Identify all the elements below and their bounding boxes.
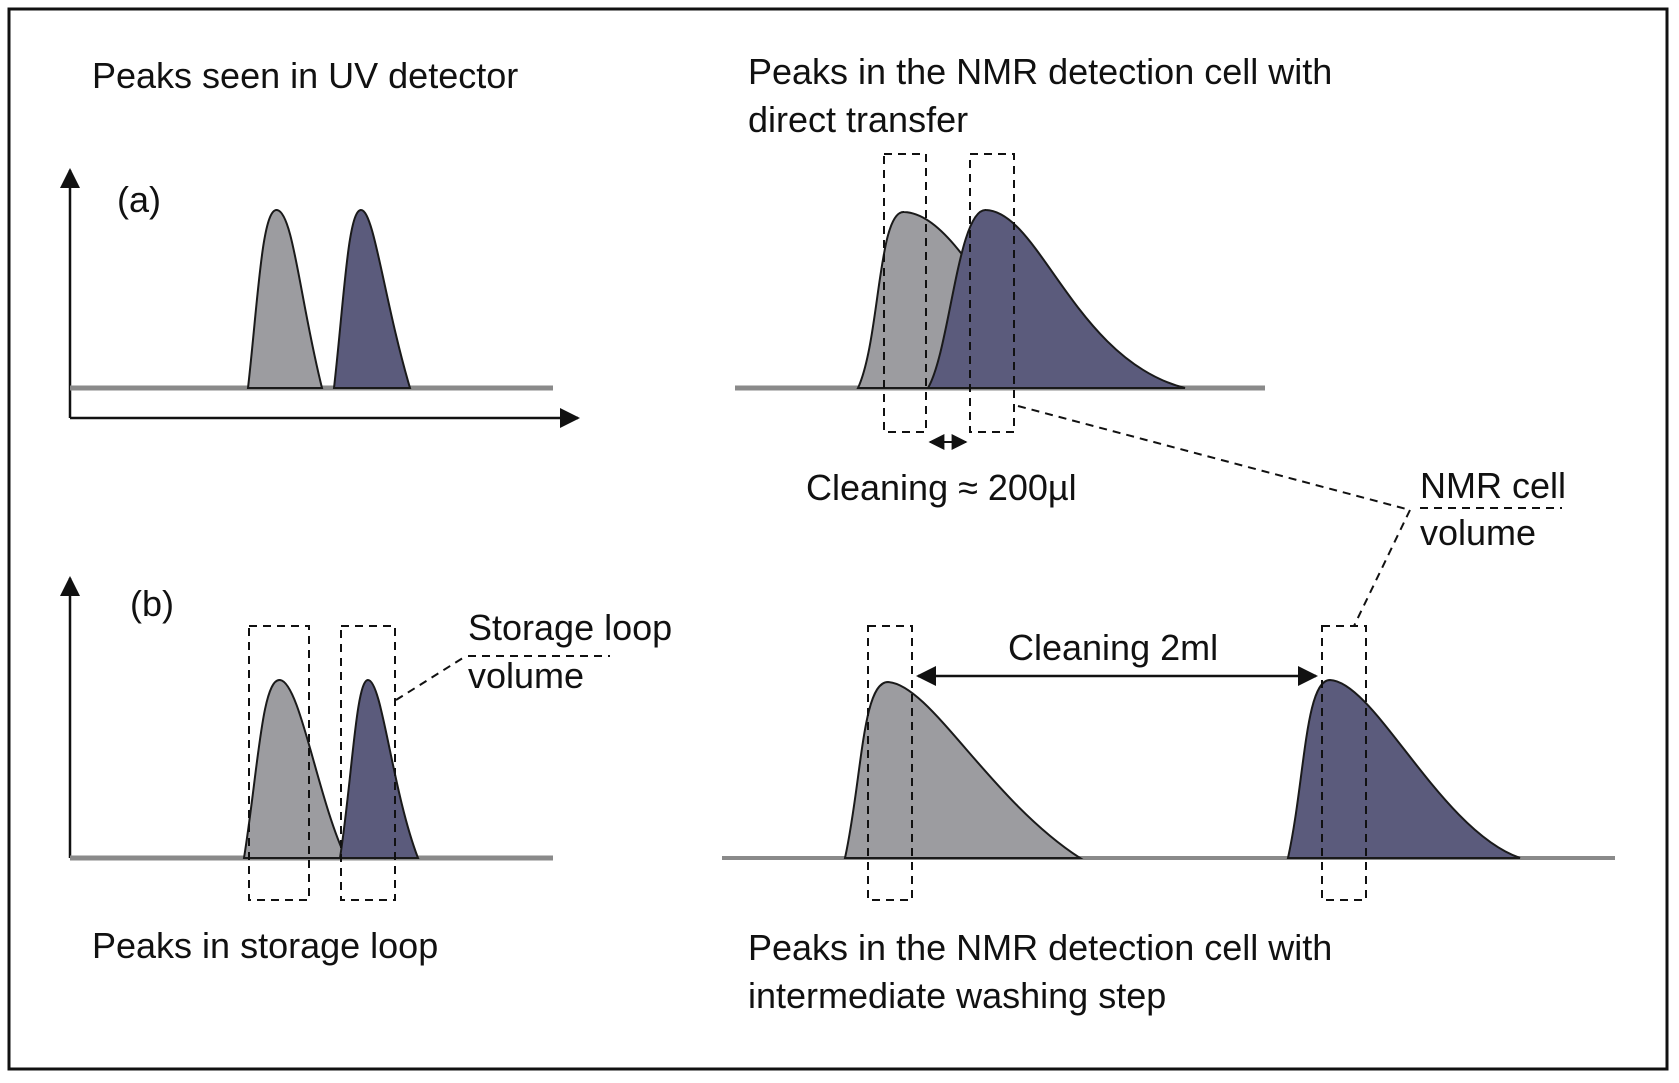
- storage-peak-1: [242, 678, 348, 859]
- uv-peak-2: [332, 208, 412, 389]
- nmr-direct-peak-2: [926, 208, 1186, 389]
- cleaning-200-label: Cleaning ≈ 200µl: [806, 467, 1077, 508]
- cleaning-2ml-label: Cleaning 2ml: [1008, 627, 1218, 668]
- nmr-wash-peak-2: [1286, 678, 1521, 859]
- storage-loop-window-2: [340, 625, 396, 901]
- nmr-cell-label-line2: volume: [1420, 512, 1536, 553]
- storage-loop-label-line2: volume: [468, 655, 584, 696]
- nmr-cell-leader-top: [1017, 405, 1411, 511]
- uv-detector-title: Peaks seen in UV detector: [92, 55, 518, 96]
- panel-b-label: (b): [130, 583, 174, 624]
- nmr-cell-leader-bottom: [1353, 509, 1411, 627]
- nmr-cell-window-2: [969, 153, 1015, 433]
- storage-peak-2: [338, 678, 420, 859]
- figure-frame: [7, 7, 1669, 1071]
- nmr-direct-title-line1: Peaks in the NMR detection cell with: [748, 51, 1332, 92]
- uv-axes: [60, 168, 580, 428]
- uv-peak-1: [246, 209, 324, 389]
- nmr-direct-title-line2: direct transfer: [748, 99, 968, 140]
- storage-loop-window-1: [248, 625, 310, 901]
- storage-loop-leader: [395, 655, 467, 701]
- nmr-wash-peak-1: [843, 680, 1084, 859]
- storage-caption: Peaks in storage loop: [92, 925, 438, 966]
- nmr-wash-title-line1: Peaks in the NMR detection cell with: [748, 927, 1332, 968]
- nmr-wash-window-2: [1321, 625, 1367, 901]
- nmr-wash-window-1: [867, 625, 913, 901]
- nmr-cell-label-line1: NMR cell: [1420, 465, 1566, 506]
- storage-loop-label-line1: Storage loop: [468, 607, 672, 648]
- panel-a-label: (a): [117, 179, 161, 220]
- nmr-wash-title-line2: intermediate washing step: [748, 975, 1166, 1016]
- nmr-cell-window-1: [883, 153, 927, 433]
